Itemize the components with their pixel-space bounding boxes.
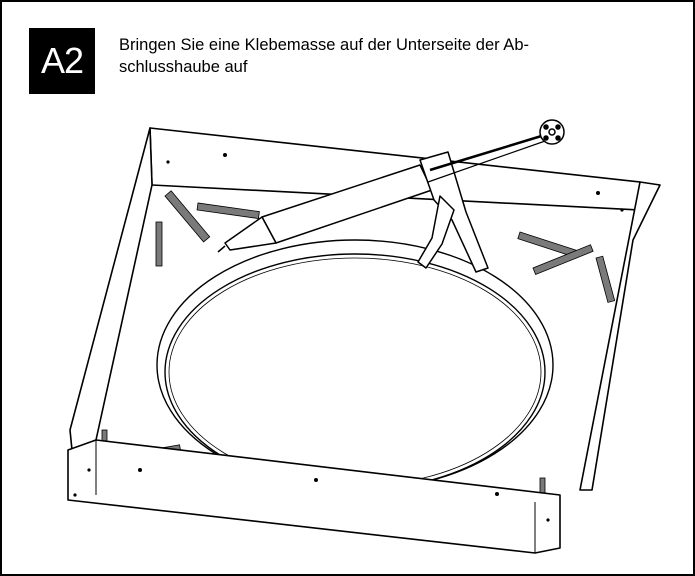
bar [595,255,616,303]
round-opening [156,239,554,491]
caulking-gun-icon [217,119,565,273]
bar [196,202,260,220]
instruction-text: Bringen Sie eine Klebemasse auf der Unte… [119,36,529,76]
bar [532,244,594,276]
bar [155,221,163,267]
bar [164,190,211,243]
step-badge: A2 [29,28,95,94]
frame-right-wall [579,181,661,491]
frame-left-wall [69,127,153,451]
